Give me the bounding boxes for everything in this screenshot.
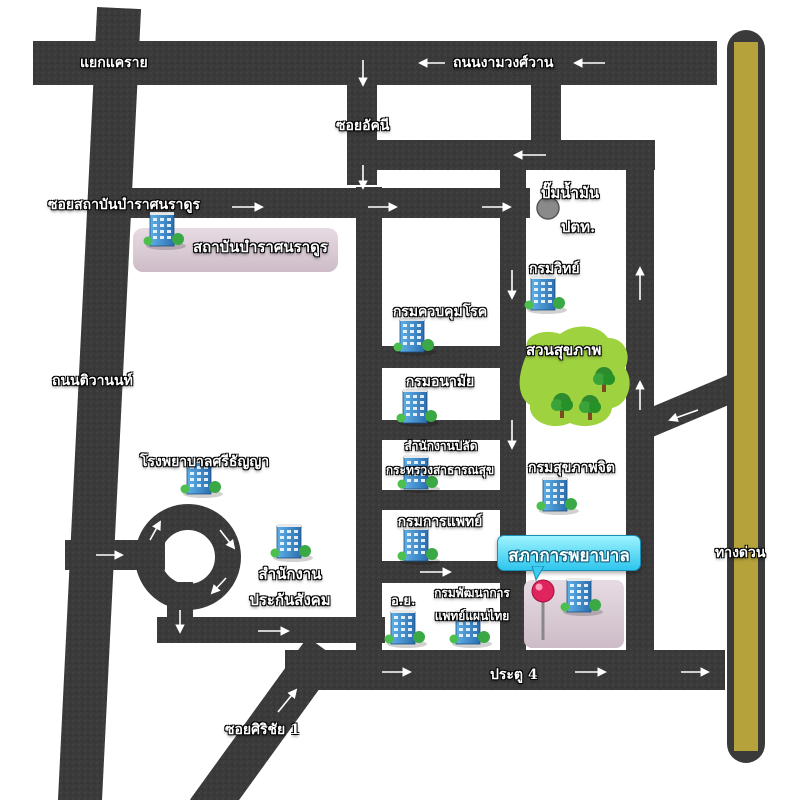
council-label: สภาการพยาบาล <box>508 546 630 566</box>
road-soi-sirichai <box>190 637 340 800</box>
arrow-icon <box>149 520 161 541</box>
building-icon <box>396 388 440 428</box>
arrow-icon <box>668 409 699 422</box>
callout-tail <box>531 566 545 582</box>
label-sso-1: สำนักงาน <box>258 565 322 583</box>
building-icon <box>393 317 437 357</box>
label-ddc: กรมควบคุมโรค <box>392 304 488 320</box>
label-mental: กรมสุขภาพจิต <box>528 460 615 476</box>
arrow-icon <box>277 688 298 713</box>
label-top-road: แยกแคราย <box>80 55 148 71</box>
label-ttm-2: แพทย์แผนไทย <box>434 609 510 623</box>
road-tiwanon <box>57 6 142 800</box>
label-bamrasnaradura: สถาบันบำราศนราดูร <box>193 238 328 256</box>
building-icon <box>397 526 441 566</box>
park-area <box>519 326 630 427</box>
label-gate-4: ประตู 4 <box>490 667 538 683</box>
expressway <box>734 42 758 751</box>
health-park <box>519 326 630 427</box>
arrow-icon <box>210 577 227 595</box>
label-thanyarak: โรงพยาบาลศรีธัญญา <box>140 454 270 470</box>
arrow-icon <box>219 529 236 550</box>
label-soi-akani: ซอยอัคนี <box>336 118 390 134</box>
road-expressway-ramp <box>626 366 759 444</box>
label-dmsc: กรมวิทย์ <box>529 261 580 277</box>
label-sso-2: ประกันสังคม <box>249 591 331 609</box>
institute-box <box>133 228 338 272</box>
label-tiwanon: ถนนติวานนท์ <box>52 373 133 389</box>
label-ttm-1: กรมพัฒนาการ <box>434 586 510 600</box>
building-icon <box>524 275 568 315</box>
road-network <box>33 6 759 800</box>
location-pin-icon <box>531 579 555 640</box>
label-soi-institute: ซอยสถาบันบำราศนราดูร <box>48 197 201 213</box>
label-health-park: สวนสุขภาพ <box>526 341 602 359</box>
building-icon <box>384 609 428 649</box>
label-expressway: ทางด่วน <box>715 545 766 561</box>
label-ngamwongwan: ถนนงามวงศ์วาน <box>453 55 554 71</box>
label-gas-station-2: ปตท. <box>560 218 596 236</box>
gas-station-icon <box>536 196 560 220</box>
label-ps-1: สำนักงานปลัด <box>404 439 478 453</box>
council-callout: สภาการพยาบาล <box>497 535 641 571</box>
building-icon <box>536 476 580 516</box>
label-health: กรมอนามัย <box>405 374 475 390</box>
label-fda: อ.ย. <box>391 594 416 609</box>
label-ps-2: กระทรวงสาธารณสุข <box>385 463 495 477</box>
direction-arrows <box>96 58 710 713</box>
building-icon <box>270 523 314 563</box>
label-gas-station-1: ปั๊มน้ำมัน <box>540 184 600 202</box>
label-soi-sirichai: ซอยศิริชัย 1 <box>225 722 300 738</box>
label-medical: กรมการแพทย์ <box>397 514 483 530</box>
